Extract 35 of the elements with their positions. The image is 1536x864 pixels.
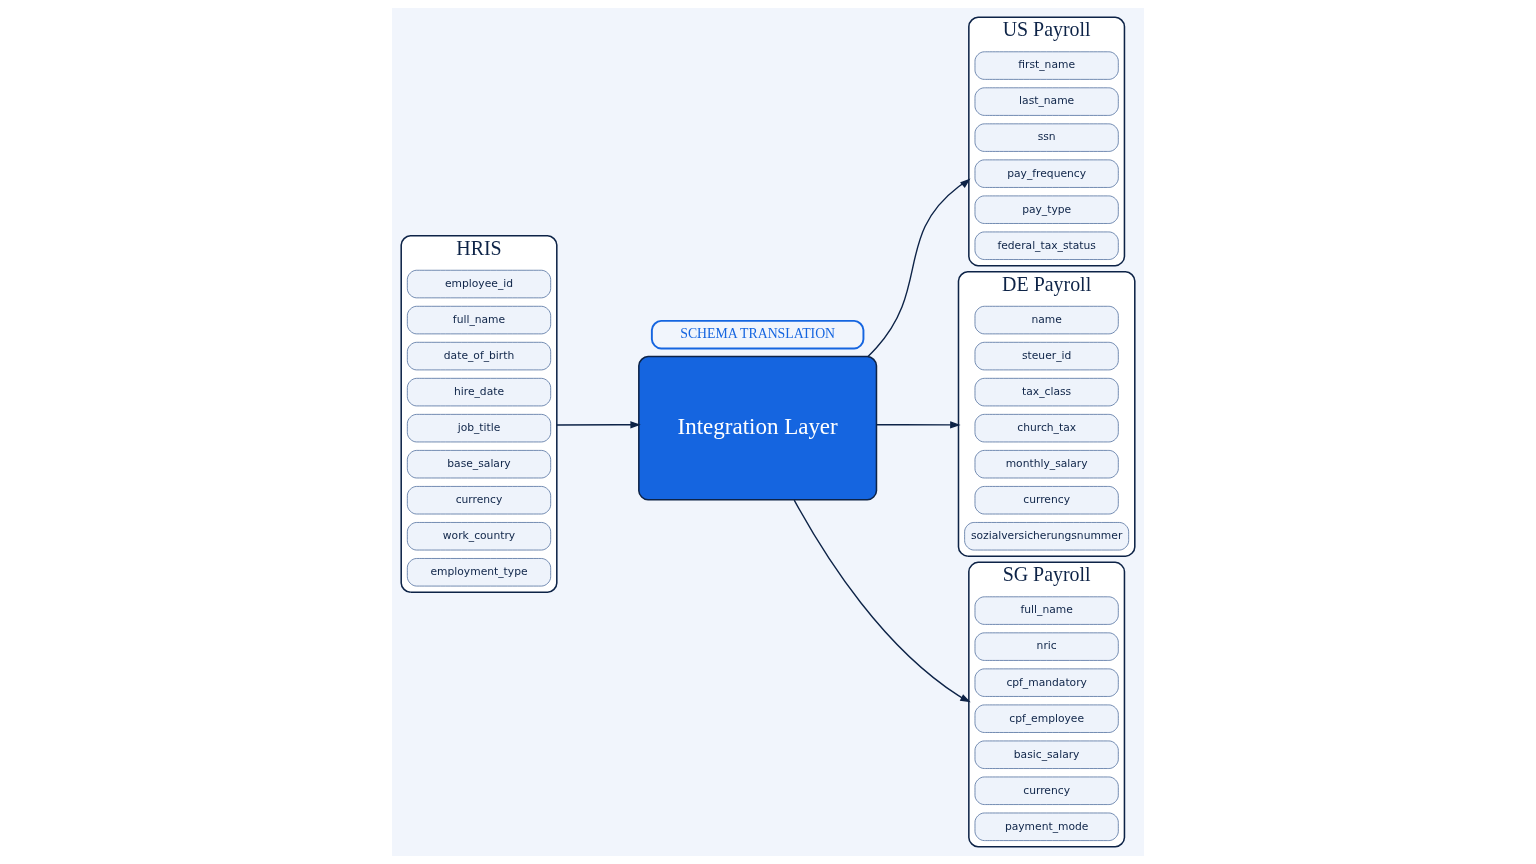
node-box: steuer_id: [974, 341, 1119, 371]
node-box: federal_tax_status: [974, 231, 1119, 260]
node-box: cpf_employee: [974, 704, 1119, 733]
node-box: Integration Layer: [638, 355, 878, 501]
arrow: [867, 178, 971, 358]
node-box: ssn: [974, 123, 1119, 152]
node-box: payment_mode: [974, 812, 1119, 841]
node-box: base_salary: [406, 450, 552, 479]
node-box: currency: [974, 486, 1119, 515]
node-box: hire_date: [406, 377, 552, 407]
node-box: full_name: [406, 305, 552, 335]
node-box: date_of_birth: [406, 341, 552, 371]
node-box: name: [974, 305, 1119, 335]
node-box: last_name: [974, 87, 1119, 116]
node-box: nric: [974, 632, 1119, 661]
node-box: tax_class: [974, 377, 1119, 407]
node-box: currency: [406, 486, 552, 515]
node-box: monthly_salary: [974, 450, 1119, 479]
node-box: pay_type: [974, 195, 1119, 224]
node-box: cpf_mandatory: [974, 668, 1119, 697]
node-box: basic_salary: [974, 740, 1119, 769]
node-box: currency: [974, 776, 1119, 805]
node-box: employment_type: [406, 558, 552, 587]
node-box: full_name: [974, 596, 1119, 625]
arrow: [875, 421, 961, 429]
arrow: [793, 499, 971, 703]
node-box: job_title: [406, 414, 552, 443]
node-box: pay_frequency: [974, 159, 1119, 188]
node-box: work_country: [406, 522, 552, 551]
arrow: [556, 421, 641, 429]
node-box: sozialversicherungsnummer: [964, 522, 1130, 551]
node-box: first_name: [974, 51, 1119, 80]
node-box: church_tax: [974, 414, 1119, 443]
node-box: employee_id: [406, 269, 552, 299]
node-box: SCHEMA TRANSLATION: [650, 319, 865, 350]
